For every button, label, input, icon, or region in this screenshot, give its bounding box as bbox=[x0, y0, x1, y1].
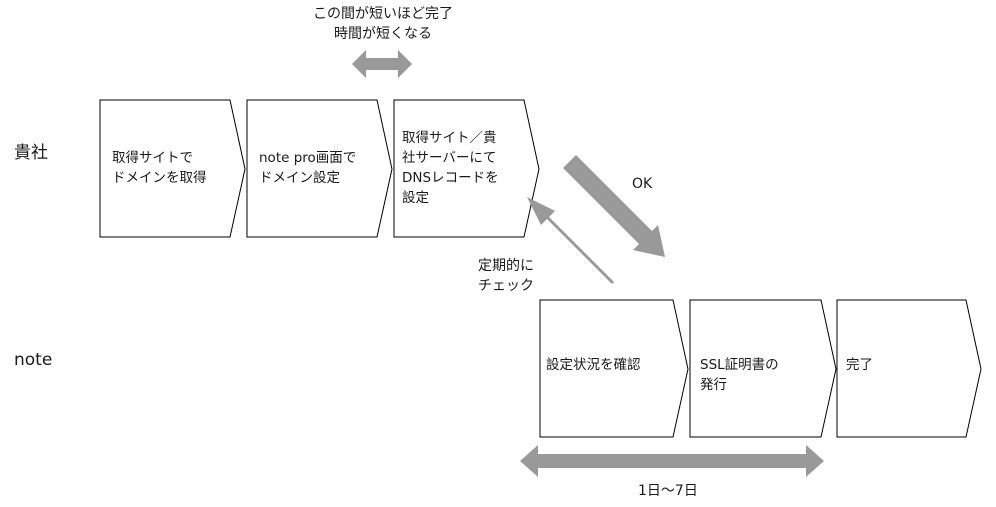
interval-note: この間が短いほど完了 時間が短くなる bbox=[300, 4, 466, 44]
step-note-2-shape bbox=[689, 299, 837, 438]
interval-note-line: この間が短いほど完了 bbox=[313, 6, 453, 22]
step-note-1-text: 設定状況を確認 bbox=[546, 355, 641, 375]
step-text-line: 取得サイト／貴 bbox=[402, 130, 497, 146]
step-note-1-shape bbox=[539, 299, 689, 438]
step-note-2-text: SSL証明書の 発行 bbox=[700, 355, 779, 395]
row-label-note: note bbox=[14, 350, 53, 370]
step-text-line: 設定状況を確認 bbox=[546, 357, 641, 373]
step-text-line: 社サーバーにて bbox=[402, 150, 497, 166]
periodic-check-line: チェック bbox=[478, 278, 534, 294]
step-text-line: 完了 bbox=[846, 357, 873, 373]
step-text-line: ドメインを取得 bbox=[112, 170, 207, 186]
step-company-1-shape bbox=[99, 99, 246, 238]
duration-label: 1日〜7日 bbox=[638, 483, 698, 499]
step-company-3-text: 取得サイト／貴 社サーバーにて DNSレコードを 設定 bbox=[402, 128, 499, 208]
step-text-line: ドメイン設定 bbox=[259, 170, 340, 186]
row-label-company: 貴社 bbox=[14, 143, 48, 163]
step-text-line: DNSレコードを bbox=[402, 170, 499, 186]
duration-double-arrow bbox=[520, 445, 824, 477]
step-text-line: note pro画面で bbox=[259, 150, 357, 166]
ok-label: OK bbox=[632, 176, 653, 192]
step-company-2-text: note pro画面で ドメイン設定 bbox=[259, 148, 356, 188]
step-text-line: 設定 bbox=[402, 190, 429, 206]
periodic-check-arrow bbox=[527, 197, 614, 296]
step-text-line: 発行 bbox=[700, 377, 727, 393]
ok-arrow bbox=[563, 155, 665, 257]
step-company-1-text: 取得サイトで ドメインを取得 bbox=[112, 148, 207, 188]
interval-double-arrow bbox=[352, 50, 412, 78]
step-note-3-shape bbox=[836, 299, 982, 438]
step-note-3-text: 完了 bbox=[846, 355, 873, 375]
periodic-check-label: 定期的に チェック bbox=[478, 256, 534, 296]
interval-note-line: 時間が短くなる bbox=[334, 26, 432, 42]
periodic-check-line: 定期的に bbox=[478, 258, 534, 274]
step-text-line: 取得サイトで bbox=[112, 150, 193, 166]
step-company-2-shape bbox=[246, 99, 393, 238]
step-text-line: SSL証明書の bbox=[700, 357, 779, 373]
